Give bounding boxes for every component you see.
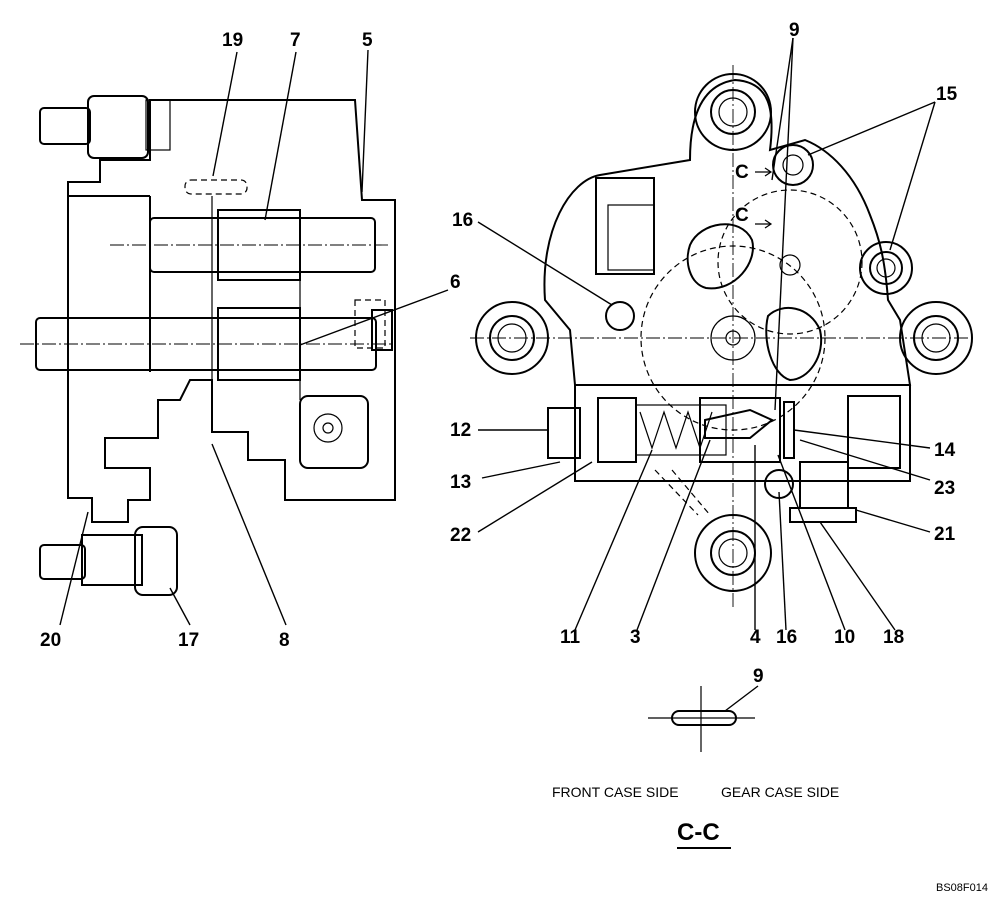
callout-18: 18 xyxy=(883,627,904,648)
left-side-view: 19 7 5 6 20 17 8 xyxy=(20,30,461,651)
pin-9-detail xyxy=(671,710,737,726)
screw-15-upper xyxy=(772,144,814,186)
callout-15: 15 xyxy=(936,84,958,105)
section-marker-lower: C xyxy=(735,205,749,226)
callout-13: 13 xyxy=(450,472,471,493)
callout-21: 21 xyxy=(934,524,956,545)
callout-4: 4 xyxy=(750,627,761,648)
plug-16-upper xyxy=(605,301,635,331)
relief-valve xyxy=(547,384,911,523)
callout-17: 17 xyxy=(178,630,199,651)
screw-15-lower xyxy=(859,241,913,295)
callout-16-upper: 16 xyxy=(452,210,473,231)
drive-gear-shaft xyxy=(20,299,395,381)
section-marker-upper: C xyxy=(735,162,749,183)
callout-9: 9 xyxy=(789,20,800,41)
callout-20: 20 xyxy=(40,630,61,651)
pin-19 xyxy=(184,179,248,195)
upper-bolt xyxy=(39,95,171,159)
callout-5: 5 xyxy=(362,30,373,51)
front-case-side-label: FRONT CASE SIDE xyxy=(552,784,679,800)
detail-callout-9: 9 xyxy=(753,666,764,687)
callout-22: 22 xyxy=(450,525,471,546)
callout-12: 12 xyxy=(450,420,471,441)
callout-8: 8 xyxy=(279,630,290,651)
callout-19: 19 xyxy=(222,30,243,51)
callout-7: 7 xyxy=(290,30,301,51)
section-c-c-detail: 9 FRONT CASE SIDE GEAR CASE SIDE C-C xyxy=(552,666,839,849)
drawing-code: BS08F014 xyxy=(936,882,988,894)
section-title: C-C xyxy=(677,819,720,846)
side-port xyxy=(299,395,369,469)
callout-6: 6 xyxy=(450,272,461,293)
lower-bolt xyxy=(39,526,178,596)
callout-14: 14 xyxy=(934,440,956,461)
callout-16-lower: 16 xyxy=(776,627,797,648)
callout-11: 11 xyxy=(560,627,581,648)
callout-3: 3 xyxy=(630,627,641,648)
callout-10: 10 xyxy=(834,627,855,648)
callout-23: 23 xyxy=(934,478,955,499)
driven-gear-shaft xyxy=(110,209,390,281)
left-housing xyxy=(67,99,396,523)
right-front-view: C C 9 15 16 12 14 13 23 22 21 11 3 4 xyxy=(450,20,975,648)
upper-port xyxy=(595,177,655,275)
gear-case-side-label: GEAR CASE SIDE xyxy=(721,784,839,800)
